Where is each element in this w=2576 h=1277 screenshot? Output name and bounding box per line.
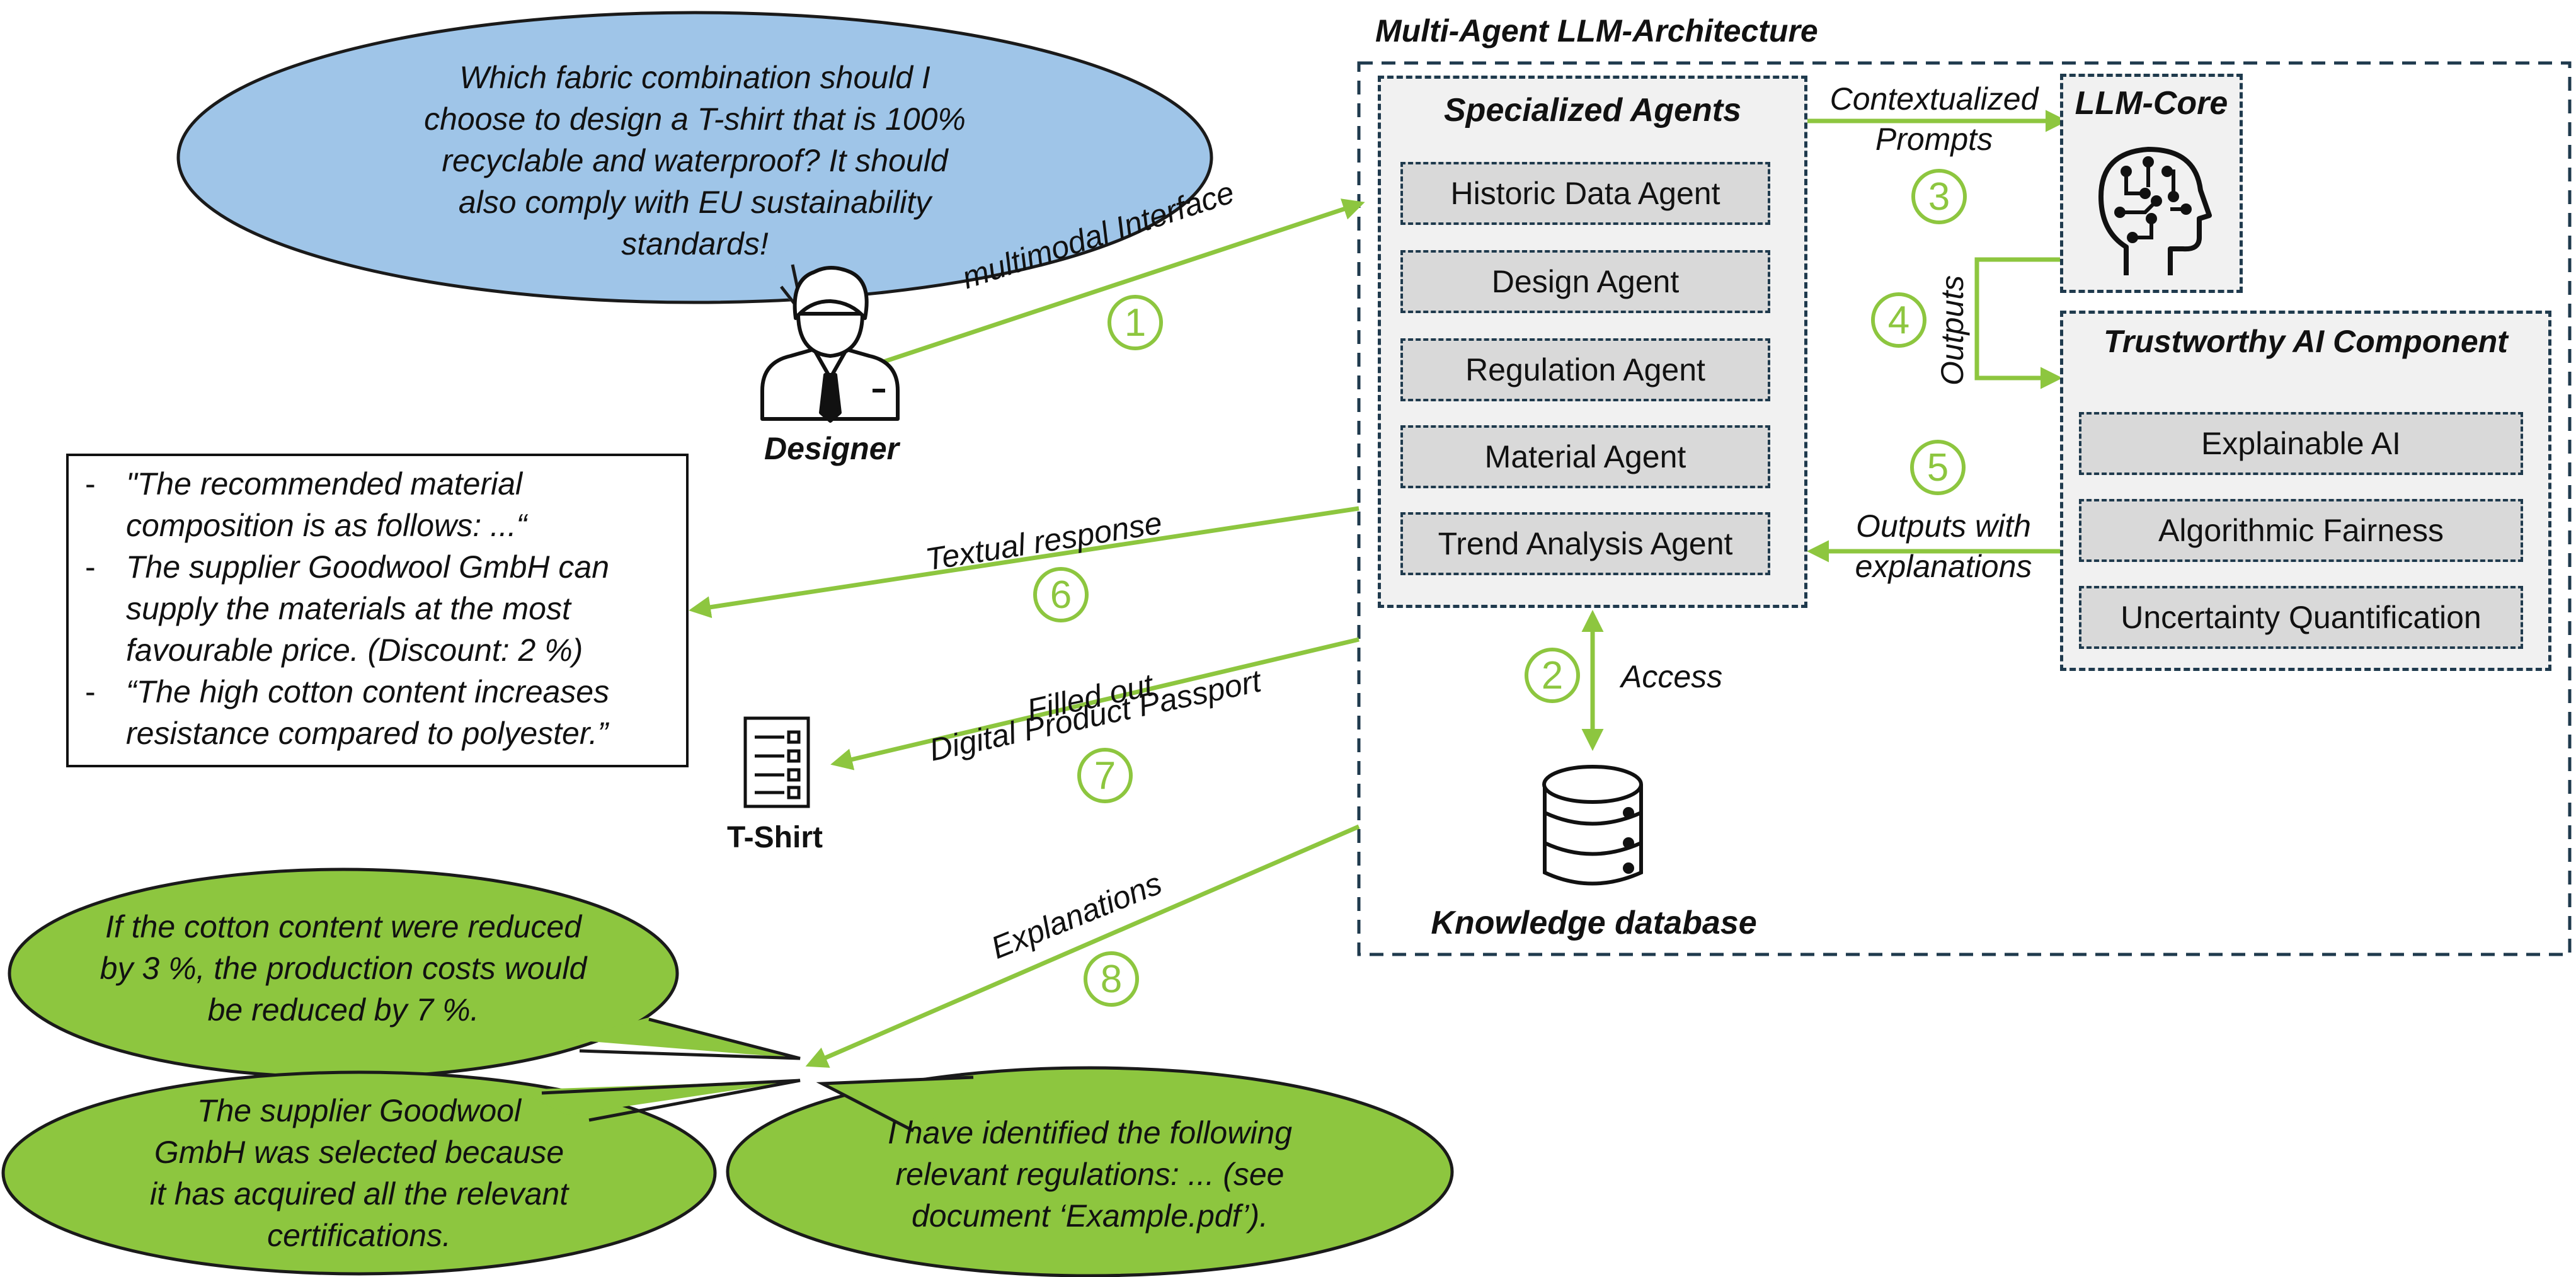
multimodal-arrow: [881, 198, 1365, 365]
llm-core-title: LLM-Core: [2075, 85, 2228, 122]
agent-trend-analysis: Trend Analysis Agent: [1400, 512, 1770, 575]
explanation-bubble-1: [8, 868, 801, 1079]
access-label: Access: [1621, 659, 1723, 694]
step-3-badge: 3: [1911, 169, 1967, 224]
explanation-bubble-3: [726, 1066, 1454, 1277]
agent-material: Material Agent: [1400, 425, 1770, 488]
explanation-text-1: If the cotton content were reduced by 3 …: [100, 909, 587, 1028]
architecture-title: Multi-Agent LLM-Architecture: [1375, 13, 1818, 49]
designer-label: Designer: [764, 431, 899, 466]
response-bullet-3: -: [85, 674, 96, 709]
product-passport-icon: [743, 716, 810, 808]
algorithmic-fairness: Algorithmic Fairness: [2079, 499, 2523, 562]
step-5-badge: 5: [1910, 440, 1966, 495]
textual-response-box: [66, 454, 689, 767]
response-bullet-2: -: [85, 549, 96, 585]
agent-regulation: Regulation Agent: [1400, 338, 1770, 401]
outputs-label: Outputs: [1935, 275, 1970, 386]
knowledge-database-label: Knowledge database: [1431, 905, 1757, 941]
database-icon: [1542, 765, 1643, 886]
step-6-badge: 6: [1033, 567, 1089, 622]
designer-question: Which fabric combination should I choose…: [424, 60, 966, 261]
designer-icon: [760, 266, 900, 423]
tshirt-label: T-Shirt: [727, 821, 823, 854]
passport-arrow: [830, 637, 1360, 770]
step-1-badge: 1: [1108, 295, 1163, 350]
agent-historic-data: Historic Data Agent: [1400, 162, 1770, 225]
outputs-connector: [1974, 257, 2063, 389]
agent-design: Design Agent: [1400, 250, 1770, 313]
textual-response-arrow: [689, 506, 1360, 619]
llm-core-panel: LLM-Core: [2060, 74, 2243, 293]
step-4-badge: 4: [1871, 292, 1926, 348]
specialized-agents-title: Specialized Agents: [1444, 92, 1741, 129]
step-8-badge: 8: [1084, 951, 1139, 1007]
explanations-arrow: [805, 824, 1360, 1068]
explanation-bubble-2: [1, 1070, 801, 1276]
explanation-text-2: The supplier Goodwool GmbH was selected …: [149, 1093, 569, 1253]
uncertainty-quantification: Uncertainty Quantification: [2079, 586, 2523, 649]
explanation-text-3: I have identified the following relevant…: [887, 1115, 1293, 1234]
step-2-badge: 2: [1525, 648, 1580, 703]
response-bullet-1: -: [85, 466, 96, 501]
trustworthy-ai-title: Trustworthy AI Component: [2104, 324, 2508, 359]
step-7-badge: 7: [1077, 748, 1133, 803]
ai-brain-icon: [2098, 147, 2212, 275]
explainable-ai: Explainable AI: [2079, 412, 2523, 475]
designer-question-bubble: [176, 11, 1213, 316]
